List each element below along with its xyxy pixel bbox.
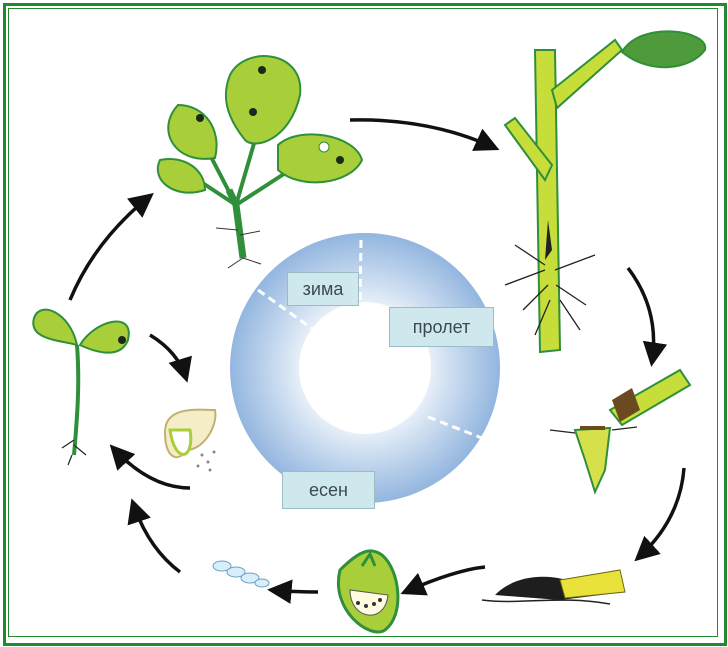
arrow-to-stem-base (628, 268, 654, 362)
season-label-autumn: есен (282, 471, 375, 509)
arrow-to-seed (150, 335, 186, 378)
arrow-to-debris (638, 468, 684, 558)
arrow-up-left (133, 503, 180, 572)
arrow-to-seed-capsule (405, 567, 485, 592)
season-label-spring: пролет (389, 307, 494, 347)
adult-beet-plant (158, 56, 362, 268)
arrow-to-spores (272, 590, 318, 592)
season-ring (230, 233, 500, 503)
plant-debris (482, 570, 625, 604)
season-label-winter: зима (287, 272, 359, 306)
germinating-seed (165, 410, 216, 472)
diseased-stem (505, 31, 705, 352)
seed-capsule (338, 551, 397, 632)
arrow-to-adult-plant (70, 196, 150, 300)
spore-chain (213, 561, 269, 587)
arrow-to-stem (350, 120, 495, 148)
stem-base-pieces (550, 370, 690, 492)
seedling (33, 310, 129, 465)
